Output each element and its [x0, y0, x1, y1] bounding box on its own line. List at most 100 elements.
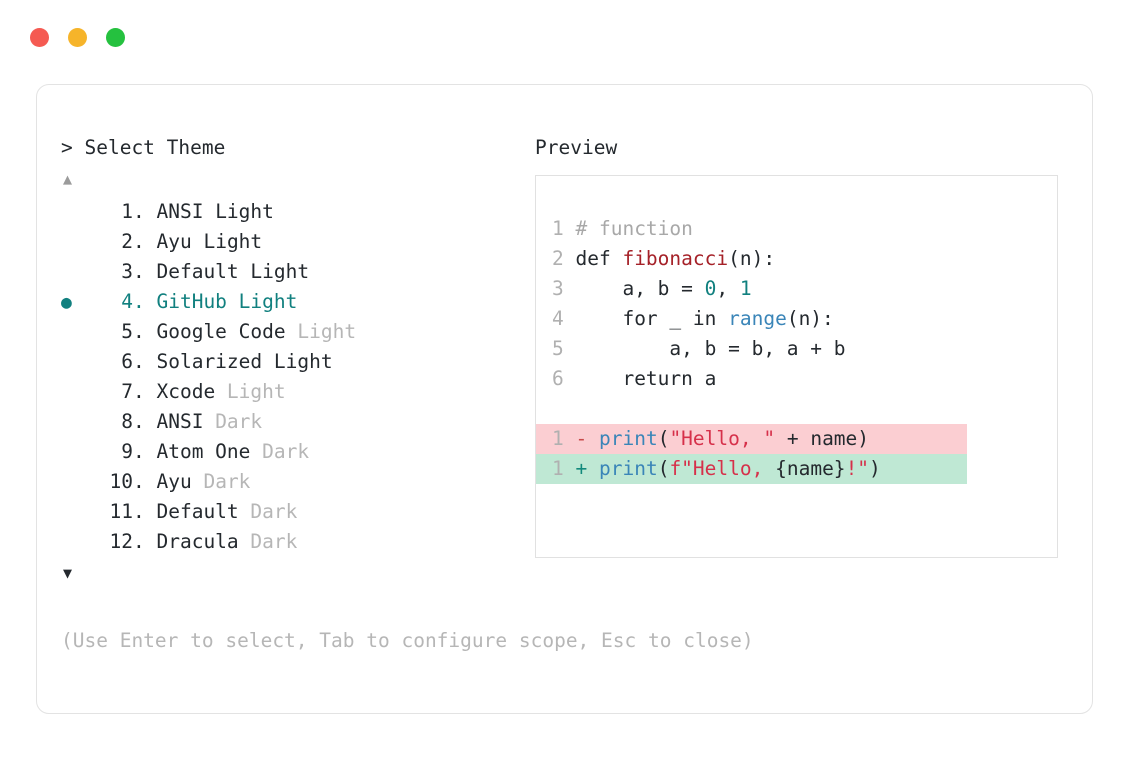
theme-item-name: Google Code — [156, 320, 286, 343]
code-token-num: 1 — [739, 277, 752, 300]
theme-item-name: GitHub — [156, 290, 227, 313]
code-token-num: 0 — [704, 277, 717, 300]
code-token-str: !" — [845, 457, 870, 480]
theme-item-name: ANSI — [156, 200, 204, 223]
code-token-plain: (n): — [728, 247, 776, 270]
theme-item-index-separator: . — [133, 470, 157, 493]
theme-picker-card: > Select Theme ▲ 1. ANSI Light 2. Ayu Li… — [36, 84, 1093, 714]
theme-item-name: Ayu — [156, 230, 192, 253]
theme-item-variant: Dark — [238, 500, 298, 523]
theme-item-index: 11 — [109, 500, 133, 523]
theme-item-index-separator: . — [133, 260, 157, 283]
theme-item-name: Atom One — [156, 440, 251, 463]
theme-list-item[interactable]: 6. Solarized Light — [61, 347, 531, 377]
theme-item-variant: Light — [285, 320, 357, 343]
code-line-number: 1 — [552, 457, 564, 480]
theme-item-variant: Light — [262, 350, 333, 373]
theme-item-index-separator: . — [133, 200, 157, 223]
close-window-button[interactable] — [30, 28, 49, 47]
code-token-plain: a, b = b, a + b — [563, 337, 846, 360]
code-line: 4 for _ in range(n): — [536, 304, 1057, 334]
bullet-slot — [61, 498, 89, 528]
code-token-plain: for _ in — [563, 307, 729, 330]
theme-item-variant: Dark — [191, 470, 251, 493]
theme-item-index-separator: . — [133, 440, 157, 463]
theme-item-index: 3 — [109, 260, 133, 283]
theme-item-index: 5 — [109, 320, 133, 343]
theme-item-name: Default — [156, 500, 239, 523]
theme-item-index-separator: . — [133, 230, 157, 253]
theme-list-item[interactable]: ● 4. GitHub Light — [61, 287, 531, 317]
theme-list-item[interactable]: 5. Google Code Light — [61, 317, 531, 347]
code-token-plain: return a — [563, 367, 717, 390]
theme-item-name: Ayu — [156, 470, 192, 493]
code-token-plain: {name} — [775, 457, 846, 480]
code-line: 3 a, b = 0, 1 — [536, 274, 1057, 304]
code-token-plain: (n): — [786, 307, 834, 330]
theme-list-item[interactable]: 12. Dracula Dark — [61, 527, 531, 557]
code-token-diffmark-add: + — [563, 457, 599, 480]
code-line: 2 def fibonacci(n): — [536, 244, 1057, 274]
theme-list-item[interactable]: 11. Default Dark — [61, 497, 531, 527]
theme-item-index-separator: . — [133, 500, 157, 523]
bullet-slot — [61, 258, 89, 288]
theme-item-variant: Dark — [203, 410, 263, 433]
code-token-str: f"Hello, — [669, 457, 776, 480]
theme-item-index: 2 — [109, 230, 133, 253]
code-line-number: 4 — [552, 307, 564, 330]
theme-item-index: 9 — [109, 440, 133, 463]
code-token-builtin: range — [728, 307, 787, 330]
bullet-slot — [61, 228, 89, 258]
code-diff-line-del: 1 - print("Hello, " + name) — [536, 424, 967, 454]
minimize-window-button[interactable] — [68, 28, 87, 47]
theme-selector-header: > Select Theme — [61, 136, 226, 159]
theme-item-variant: Light — [191, 230, 263, 253]
code-line-number: 2 — [552, 247, 564, 270]
theme-list-item[interactable]: 9. Atom One Dark — [61, 437, 531, 467]
theme-item-variant: Light — [203, 200, 274, 223]
theme-list-item[interactable]: 7. Xcode Light — [61, 377, 531, 407]
code-line-number: 1 — [552, 217, 564, 240]
code-line-number: 6 — [552, 367, 564, 390]
bullet-slot — [61, 348, 89, 378]
scroll-down-icon[interactable]: ▼ — [63, 564, 73, 582]
code-line-number: 5 — [552, 337, 564, 360]
theme-item-index-separator: . — [133, 320, 157, 343]
code-token-str: "Hello, " — [669, 427, 776, 450]
theme-list-item[interactable]: 2. Ayu Light — [61, 227, 531, 257]
maximize-window-button[interactable] — [106, 28, 125, 47]
theme-list-item[interactable]: 10. Ayu Dark — [61, 467, 531, 497]
scroll-up-icon[interactable]: ▲ — [63, 170, 73, 188]
theme-list-item[interactable]: 8. ANSI Dark — [61, 407, 531, 437]
preview-header: Preview — [535, 136, 618, 159]
code-token-builtin: print — [598, 427, 658, 450]
theme-list-item[interactable]: 1. ANSI Light — [61, 197, 531, 227]
code-line: 5 a, b = b, a + b — [536, 334, 1057, 364]
theme-item-variant: Light — [215, 380, 286, 403]
theme-item-variant: Dark — [250, 440, 310, 463]
code-token-plain: + name) — [775, 427, 870, 450]
theme-item-name: ANSI — [156, 410, 204, 433]
theme-list-item[interactable]: 3. Default Light — [61, 257, 531, 287]
theme-item-index: 4 — [109, 290, 133, 313]
bullet-slot — [61, 528, 89, 558]
theme-list: 1. ANSI Light 2. Ayu Light 3. Default Li… — [61, 197, 531, 557]
theme-item-index-separator: . — [133, 380, 157, 403]
theme-item-index-separator: . — [133, 410, 157, 433]
code-blank-line — [536, 394, 1057, 424]
bullet-slot — [61, 438, 89, 468]
theme-item-index: 12 — [109, 530, 133, 553]
theme-item-variant: Light — [226, 290, 298, 313]
code-token-comment: # function — [563, 217, 693, 240]
code-token-builtin: print — [598, 457, 658, 480]
code-line-number: 3 — [552, 277, 564, 300]
code-token-plain: ( — [657, 427, 670, 450]
bullet-slot — [61, 408, 89, 438]
code-line: 1 # function — [536, 214, 1057, 244]
bullet-slot — [61, 468, 89, 498]
theme-selector-panel: > Select Theme ▲ 1. ANSI Light 2. Ayu Li… — [61, 135, 531, 583]
